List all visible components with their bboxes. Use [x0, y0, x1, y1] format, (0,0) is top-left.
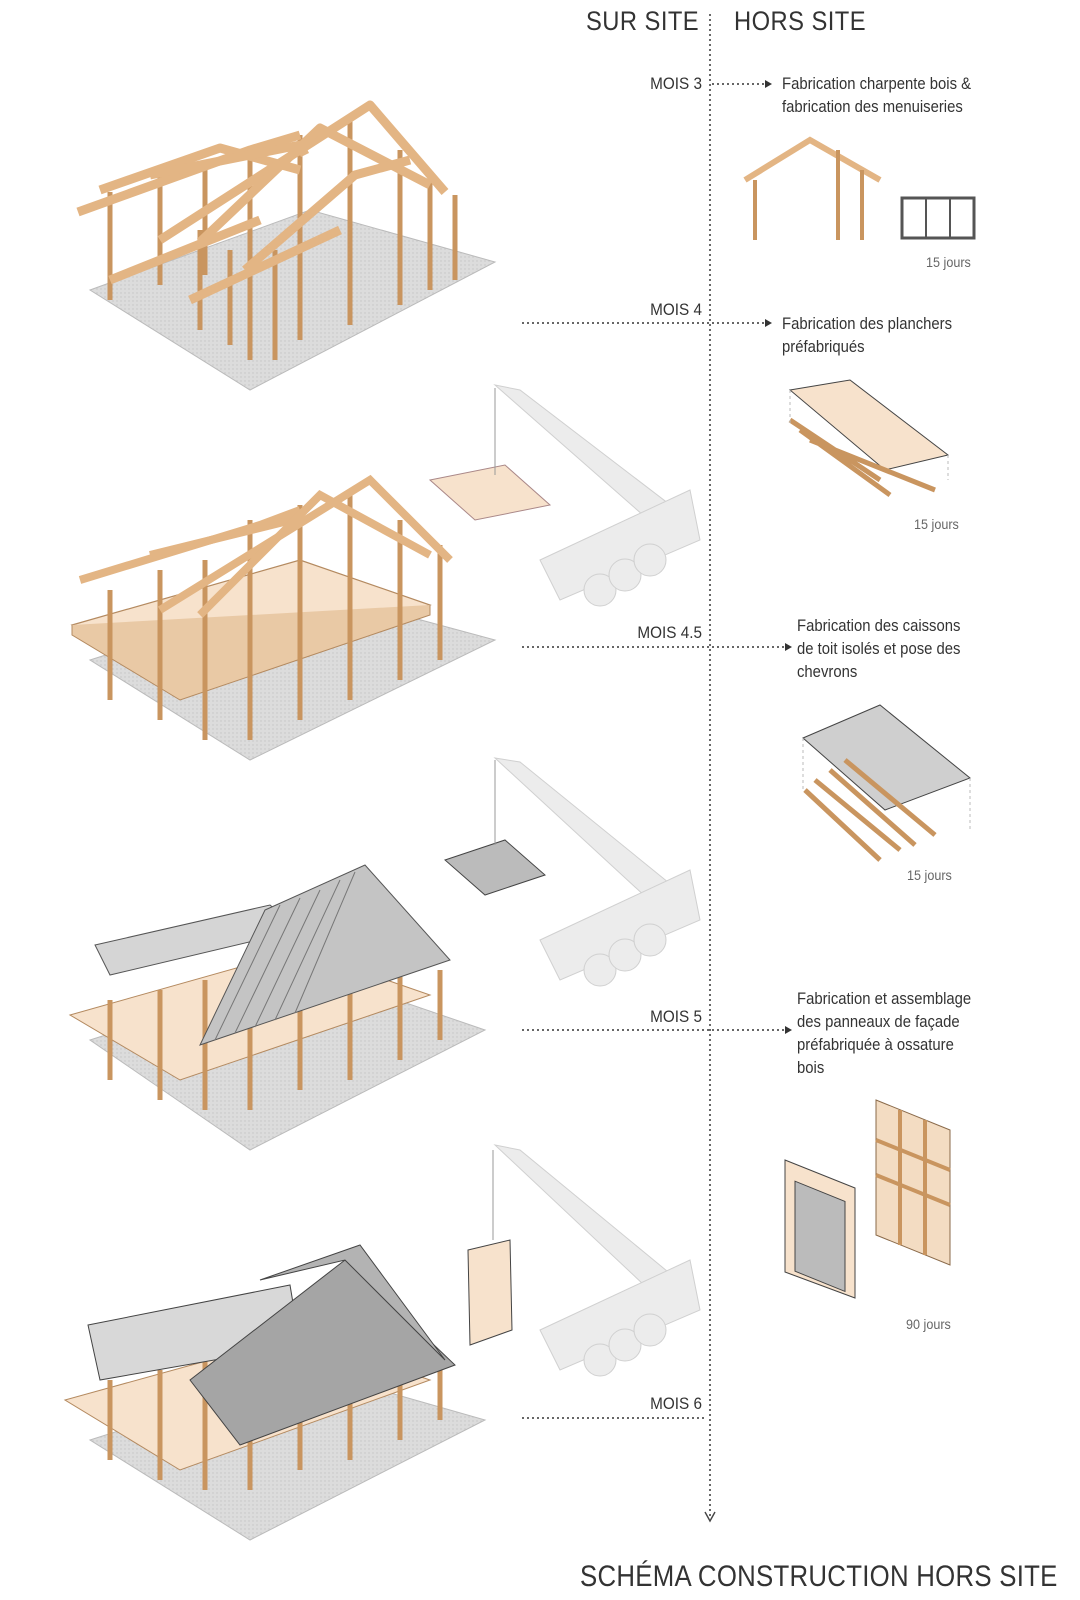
month-label: MOIS 4 [650, 300, 702, 319]
duration-label: 90 jours [906, 1316, 951, 1332]
month-label: MOIS 4.5 [637, 623, 702, 642]
stage4-facade [63, 1244, 487, 1541]
crane-stage2 [428, 384, 701, 607]
duration-label: 15 jours [914, 516, 959, 532]
duration-label: 15 jours [907, 867, 952, 883]
month-label: MOIS 6 [650, 1394, 702, 1413]
crane-stage4 [467, 1144, 701, 1377]
prefab-floor [788, 379, 950, 498]
month-label: MOIS 5 [650, 1007, 702, 1026]
stage3-roof [68, 864, 487, 1151]
prefab-facade-panels [784, 1099, 951, 1299]
off-site-header: HORS SITE [734, 6, 867, 36]
prefab-frame-and-window [743, 136, 976, 240]
crane-stage3 [444, 757, 701, 987]
stage2-floors [70, 474, 497, 761]
prefab-roof-box [802, 704, 971, 862]
diagram-title: SCHÉMA CONSTRUCTION HORS SITE [580, 1560, 1058, 1593]
stage1-frame [76, 100, 497, 391]
timeline-arrow-icon [704, 1511, 716, 1523]
on-site-header: SUR SITE [586, 6, 700, 36]
month-label: MOIS 3 [650, 74, 702, 93]
duration-label: 15 jours [926, 254, 971, 270]
step-description: Fabrication charpente bois &fabrication … [782, 75, 972, 116]
